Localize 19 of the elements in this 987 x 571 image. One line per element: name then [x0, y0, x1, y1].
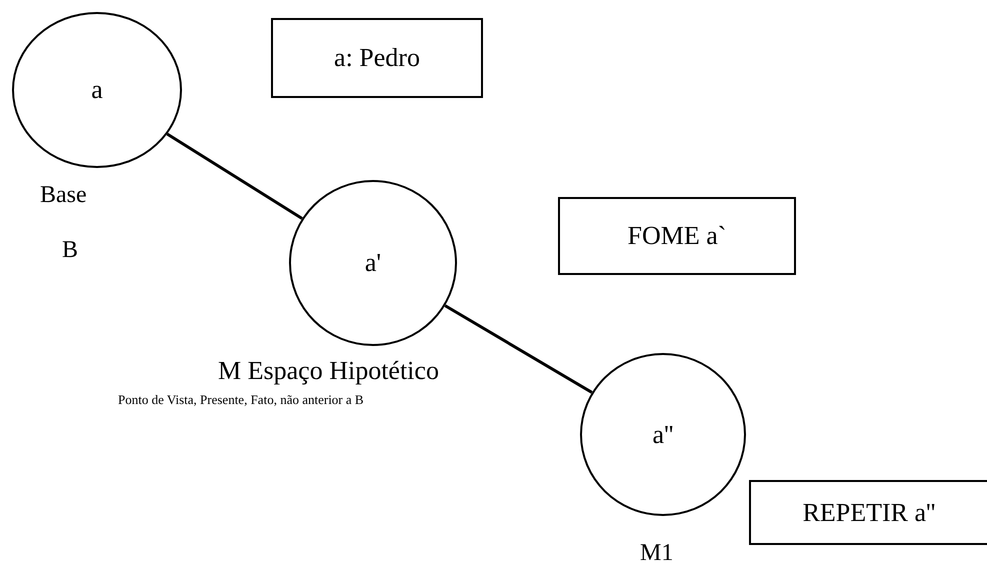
- node-label: FOME a`: [628, 221, 726, 251]
- circle-node: [289, 180, 457, 346]
- node-caption: Base: [40, 182, 87, 209]
- node-caption: M1: [640, 540, 674, 567]
- node-label: a: Pedro: [334, 43, 420, 73]
- node-label: a: [91, 75, 103, 105]
- connector-line: [444, 304, 593, 394]
- text-box: [558, 197, 796, 275]
- text-box: [749, 480, 987, 545]
- connector-line: [166, 132, 303, 220]
- text-box: [271, 18, 483, 98]
- node-label: REPETIR a'': [802, 498, 936, 528]
- circle-node: [12, 12, 182, 168]
- node-label: a'': [652, 420, 674, 450]
- node-caption: B: [62, 237, 78, 264]
- node-label: a': [364, 248, 382, 278]
- node-caption: M Espaço Hipotético: [218, 356, 439, 386]
- circle-node: [580, 353, 746, 516]
- node-caption: Ponto de Vista, Presente, Fato, não anterior a B: [118, 392, 364, 408]
